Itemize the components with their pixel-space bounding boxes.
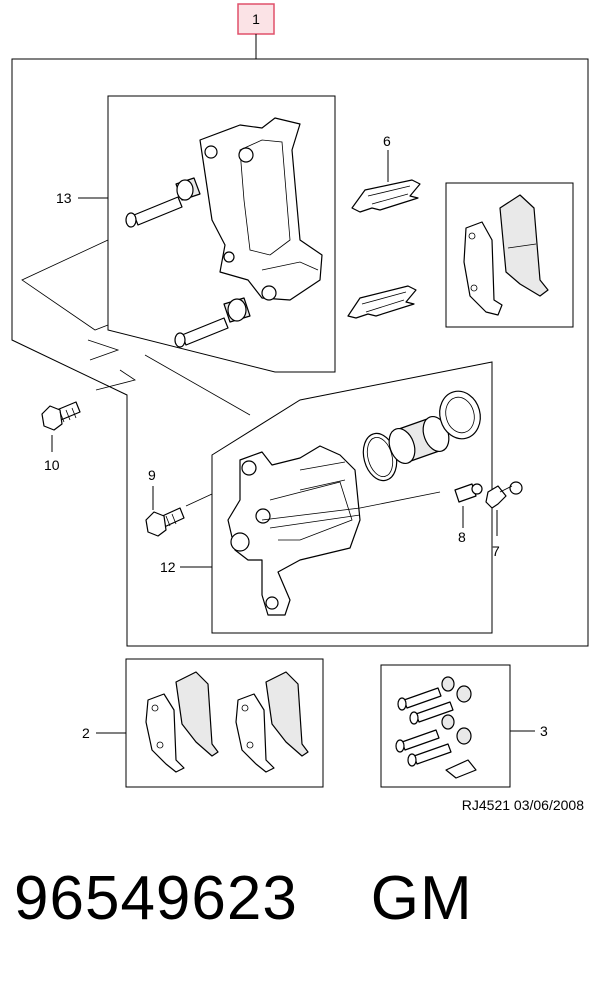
hardware-kit-box bbox=[380, 664, 511, 788]
guide-pin-lower[interactable] bbox=[174, 297, 251, 348]
brake-pad-kit-right[interactable] bbox=[235, 671, 309, 773]
bolt-9[interactable] bbox=[145, 507, 185, 537]
brake-pad-kit-left[interactable] bbox=[145, 671, 219, 773]
part-number: 96549623 GM bbox=[14, 864, 473, 933]
callout-12: 12 bbox=[160, 559, 176, 575]
pad-inset-box bbox=[445, 182, 574, 328]
bolt-10[interactable] bbox=[41, 401, 81, 431]
callout-6: 6 bbox=[383, 133, 391, 149]
callout-8: 8 bbox=[458, 529, 466, 545]
pad-kit-box bbox=[125, 658, 324, 788]
dust-boot[interactable] bbox=[434, 387, 485, 444]
callout-10: 10 bbox=[44, 457, 60, 473]
anti-rattle-clip-upper[interactable] bbox=[351, 179, 421, 213]
callout-2: 2 bbox=[82, 725, 90, 741]
anti-rattle-clip-lower[interactable] bbox=[347, 285, 417, 319]
caliper-housing[interactable] bbox=[227, 445, 361, 616]
callout-13: 13 bbox=[56, 190, 72, 206]
brake-pad-inset-left[interactable] bbox=[463, 221, 503, 316]
callout-9: 9 bbox=[148, 467, 156, 483]
brake-caliper-exploded-diagram: 1 13 bbox=[11, 3, 589, 813]
carrier-bracket[interactable] bbox=[199, 117, 323, 301]
assembly-frame bbox=[11, 58, 589, 647]
callout-1: 1 bbox=[252, 11, 260, 27]
bleeder-cap[interactable] bbox=[485, 481, 523, 509]
callout-7: 7 bbox=[492, 543, 500, 559]
guide-pin-upper[interactable] bbox=[125, 177, 201, 228]
guide-pin-kit[interactable] bbox=[395, 676, 477, 779]
brake-pad-inset-right[interactable] bbox=[499, 194, 549, 297]
bleeder-screw[interactable] bbox=[454, 483, 483, 503]
carrier-subassembly-box bbox=[107, 95, 336, 373]
drawing-code: RJ4521 03/06/2008 bbox=[462, 797, 584, 813]
callout-3: 3 bbox=[540, 723, 548, 739]
